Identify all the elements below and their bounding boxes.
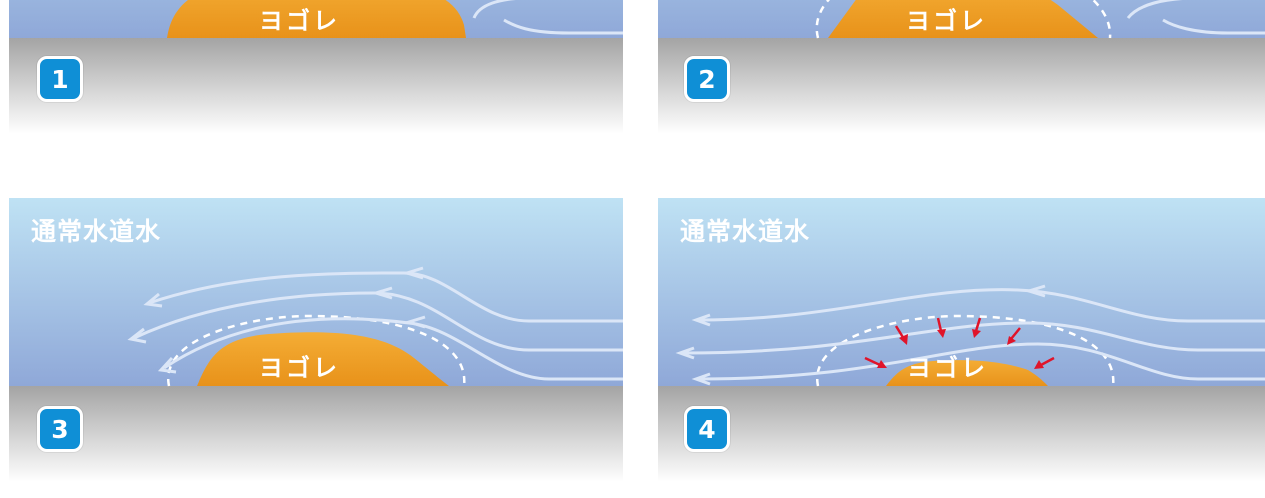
panel-4: 通常水道水 ヨゴレ 4 xyxy=(658,198,1265,482)
panel-1: ヨゴレ 1 xyxy=(9,0,623,134)
panel-4-scene xyxy=(658,198,1265,482)
stain-label: ヨゴレ xyxy=(259,354,340,382)
flow-arrow xyxy=(143,292,163,308)
flow-line xyxy=(697,342,1265,381)
flow-line xyxy=(1126,0,1184,19)
ground-region xyxy=(9,38,623,134)
flow-arrow xyxy=(691,313,711,327)
ground-region xyxy=(658,386,1265,482)
flow-line xyxy=(163,317,623,381)
panel-2-scene xyxy=(658,0,1265,134)
stain-label: ヨゴレ xyxy=(907,354,988,382)
ground-region xyxy=(9,386,623,482)
stain-blob xyxy=(197,332,449,386)
flow-arrow xyxy=(403,315,426,329)
flow-arrow xyxy=(1023,284,1046,298)
stain-blob xyxy=(167,0,466,38)
pressure-arrows xyxy=(864,317,1055,369)
panel-3-scene xyxy=(9,198,623,482)
step-badge: 4 xyxy=(684,406,730,452)
step-badge: 1 xyxy=(37,56,83,102)
stain-blob xyxy=(886,360,1048,386)
dashed-boundary xyxy=(167,314,466,387)
panel-1-scene xyxy=(9,0,623,134)
water-label: 通常水道水 xyxy=(31,217,162,246)
panel-3: 通常水道水 ヨゴレ 3 xyxy=(9,198,623,482)
step-badge: 2 xyxy=(684,56,730,102)
flow-line xyxy=(682,321,1265,355)
dashed-boundary xyxy=(815,0,1112,39)
stain-blob xyxy=(828,0,1098,38)
flow-arrow xyxy=(675,346,695,360)
flow-arrow xyxy=(691,372,711,386)
flow-line xyxy=(148,271,623,323)
ground-region xyxy=(658,38,1265,134)
flow-arrow xyxy=(127,327,147,344)
flow-line xyxy=(1162,18,1265,35)
flow-arrow xyxy=(370,286,393,300)
flow-line xyxy=(697,288,1265,323)
flow-arrow xyxy=(157,356,177,374)
step-badge: 3 xyxy=(37,406,83,452)
flow-line xyxy=(503,18,623,35)
stain-label: ヨゴレ xyxy=(906,7,987,35)
panel-2: ヨゴレ 2 xyxy=(658,0,1265,134)
flow-line xyxy=(472,0,517,19)
flow-arrow xyxy=(401,266,424,280)
dashed-boundary xyxy=(816,314,1115,387)
water-label: 通常水道水 xyxy=(680,217,811,246)
stain-label: ヨゴレ xyxy=(259,7,340,35)
